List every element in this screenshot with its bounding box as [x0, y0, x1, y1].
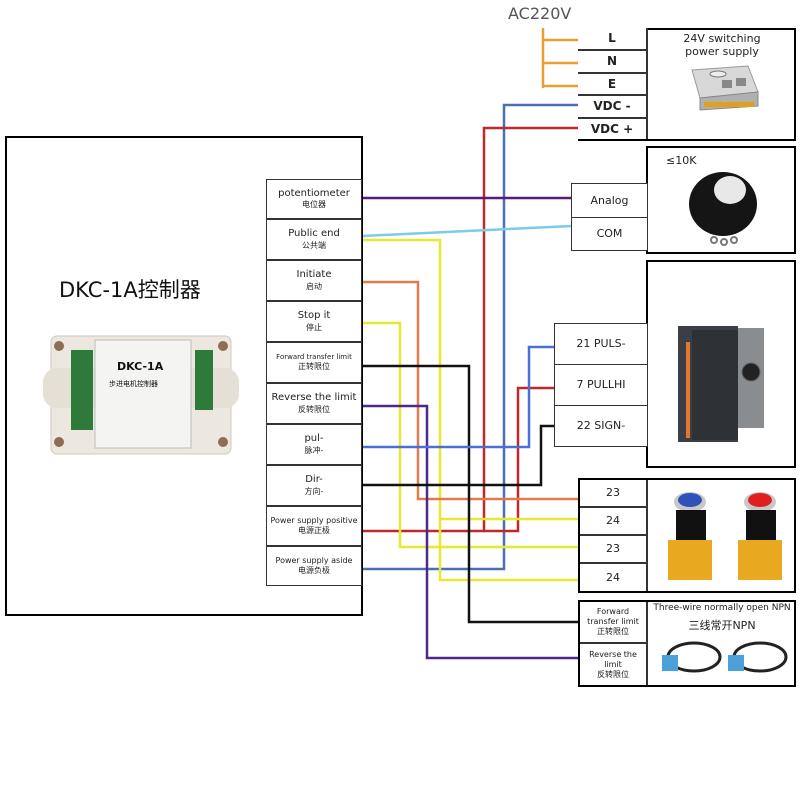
terminal-forward-limit: Forward transfer limit 正转限位 — [266, 342, 362, 383]
terminal-sign: 22 SIGN- — [554, 405, 648, 447]
terminal-reverse-limit: Reverse the limit 反转限位 — [266, 383, 362, 424]
terminal-power-negative: Power supply aside 电源负极 — [266, 546, 362, 586]
terminal-dir-en: Dir- — [305, 474, 323, 486]
terminal-stop-zh: 停止 — [306, 322, 322, 332]
terminal-pullhi: 7 PULLHI — [554, 364, 648, 406]
controller-title: DKC-1A控制器 — [59, 278, 201, 302]
potentiometer-rating: ≤10K — [666, 154, 697, 167]
wire-forward-limit — [362, 364, 580, 624]
wire-vdc-minus — [362, 103, 580, 571]
wire-vdc-plus — [362, 126, 580, 533]
terminal-stop: Stop it 停止 — [266, 301, 362, 342]
controller-terminals: potentiometer 电位器 Public end 公共端 Initiat… — [266, 179, 362, 586]
terminal-e: E — [578, 74, 648, 96]
power-supply-title-1: 24V switching — [683, 32, 761, 45]
ac220v-label: AC220V — [508, 4, 572, 23]
wire-com — [361, 224, 573, 238]
terminal-public-end: Public end 公共端 — [266, 219, 362, 260]
wire-public-end — [362, 238, 580, 582]
terminal-vdc-minus: VDC - — [578, 96, 648, 119]
wire-reverse-limit — [362, 404, 580, 660]
device-sub: 步进电机控制器 — [109, 379, 158, 388]
power-supply-title-2: power supply — [685, 45, 759, 58]
terminal-button-24-b: 24 — [580, 564, 648, 591]
terminal-vdc-plus: VDC + — [578, 119, 648, 139]
terminal-public-end-en: Public end — [288, 228, 340, 240]
device-label: DKC-1A — [117, 360, 164, 373]
terminal-n: N — [578, 51, 648, 74]
terminal-sensor-forward-zh: 正转限位 — [597, 627, 629, 636]
sensors-title-zh: 三线常开NPN — [688, 619, 756, 632]
terminal-sensor-forward: Forward transfer limit 正转限位 — [580, 602, 648, 644]
terminal-potentiometer: potentiometer 电位器 — [266, 179, 362, 219]
terminal-public-end-zh: 公共端 — [302, 240, 326, 250]
sensors-title-en: Three-wire normally open NPN — [653, 603, 791, 613]
power-supply-terminals: L N E VDC - VDC + — [578, 28, 648, 141]
terminal-sensor-forward-en: Forward transfer limit — [587, 607, 639, 626]
buttons-image — [652, 482, 794, 590]
terminal-sensor-reverse: Reverse the limit 反转限位 — [580, 644, 648, 685]
terminal-potentiometer-zh: 电位器 — [302, 200, 326, 210]
terminal-pul-en: pul- — [304, 433, 324, 445]
terminal-stop-en: Stop it — [297, 310, 331, 322]
terminal-sensor-reverse-en: Reverse the limit — [589, 649, 637, 669]
terminal-dir-zh: 方向- — [304, 486, 324, 496]
terminal-reverse-limit-zh: 反转限位 — [298, 404, 330, 414]
terminal-power-negative-zh: 电源负极 — [298, 566, 330, 575]
terminal-forward-limit-en: Forward transfer limit — [276, 353, 352, 362]
power-supply-image — [682, 62, 762, 112]
terminal-power-positive-zh: 电源正极 — [298, 526, 330, 535]
terminal-initiate-zh: 启动 — [306, 281, 322, 291]
terminal-puls: 21 PULS- — [554, 323, 648, 365]
terminal-forward-limit-zh: 正转限位 — [298, 361, 330, 371]
terminal-l: L — [578, 28, 648, 51]
terminal-button-24-a: 24 — [580, 508, 648, 536]
wire-pullhi — [484, 386, 555, 533]
terminal-com: COM — [571, 217, 648, 251]
wire-initiate — [362, 280, 580, 501]
terminal-button-23-a: 23 — [580, 480, 648, 508]
terminal-sensor-reverse-zh: 反转限位 — [597, 669, 629, 679]
wire-dir — [362, 424, 555, 487]
potentiometer-image — [678, 162, 768, 248]
potentiometer-block: ≤10K — [646, 146, 796, 254]
terminal-initiate-en: Initiate — [296, 269, 332, 281]
terminal-analog: Analog — [571, 183, 648, 218]
terminal-potentiometer-en: potentiometer — [278, 187, 350, 199]
terminal-power-positive-en: Power supply positive — [270, 516, 358, 525]
controller-image: DKC-1A 步进电机控制器 — [43, 330, 239, 460]
terminal-dir: Dir- 方向- — [266, 465, 362, 506]
sensors-panel: Three-wire normally open NPN 三线常开NPN — [650, 603, 794, 685]
terminal-pul: pul- 脉冲- — [266, 424, 362, 465]
terminal-pul-zh: 脉冲- — [304, 445, 324, 455]
terminal-power-positive: Power supply positive 电源正极 — [266, 506, 362, 546]
blue-button-icon — [668, 492, 712, 580]
terminal-initiate: Initiate 启动 — [266, 260, 362, 301]
terminal-button-23-b: 23 — [580, 536, 648, 564]
red-button-icon — [738, 492, 782, 580]
wire-pul — [362, 345, 555, 449]
driver-block — [646, 260, 796, 468]
driver-image — [672, 322, 768, 446]
wire-stop — [362, 321, 580, 549]
sensors-image — [652, 633, 792, 681]
terminal-power-negative-en: Power supply aside — [275, 556, 353, 565]
power-supply-panel: 24V switching power supply — [650, 32, 794, 137]
terminal-reverse-limit-en: Reverse the limit — [271, 392, 357, 404]
